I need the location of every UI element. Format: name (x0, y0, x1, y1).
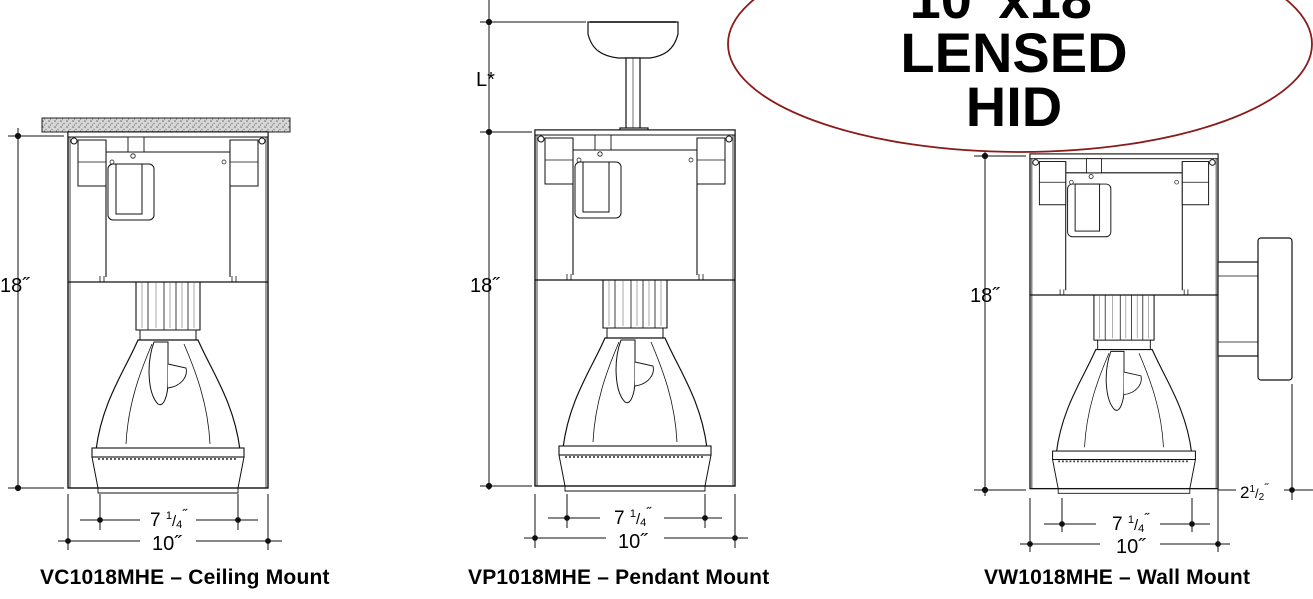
pendant-width-dimensions (524, 494, 748, 548)
pendant-mount-caption: VP1018MHE – Pendant Mount (468, 566, 770, 589)
wall-inner-width-label: 7 1/4˝ (1112, 510, 1150, 535)
badge-size-text: 10"x18" (910, 0, 1119, 30)
ceiling-height-dimension (8, 128, 64, 492)
ceiling-height-label: 18˝ (0, 275, 30, 297)
pendant-height-label: 18˝ (470, 275, 500, 297)
ceiling-inner-width-label: 7 1/4˝ (150, 506, 188, 531)
wall-mount-fixture: 18˝ 21/2˝ 7 1/4˝ 10˝ (970, 148, 1313, 558)
badge-hid-text: HID (966, 75, 1062, 138)
wall-mount-caption: VW1018MHE – Wall Mount (984, 566, 1251, 589)
pendant-fixture-body (534, 129, 736, 492)
wall-offset-dimension (1217, 362, 1313, 500)
ceiling-mount-caption: VC1018MHE – Ceiling Mount (40, 566, 330, 589)
pendant-inner-width-label: 7 1/4˝ (614, 504, 652, 529)
wall-offset-label: 21/2˝ (1240, 481, 1269, 503)
ceiling-width-dimensions (58, 494, 282, 550)
pendant-canopy (587, 21, 679, 147)
product-badge: 10"x18" LENSED HID (727, 0, 1313, 153)
pendant-stem-label: L* (476, 69, 495, 91)
ceiling-fixture-body (67, 131, 269, 494)
pendant-mount-fixture: L* 18˝ 7 1/4˝ 10˝ (470, 0, 748, 553)
pendant-outer-width-label: 10˝ (618, 531, 648, 553)
ceiling-mount-fixture: 18˝ 7 1/4˝ 10˝ (0, 117, 291, 555)
ceiling-outer-width-label: 10˝ (152, 533, 182, 555)
ceiling-slab (41, 117, 291, 133)
wall-width-dimensions (1020, 498, 1230, 552)
badge-lensed-text: LENSED (900, 21, 1127, 84)
wall-bracket (1217, 237, 1293, 381)
badge-outline (727, 0, 1313, 153)
pendant-stem-dimension (480, 0, 586, 140)
wall-outer-width-label: 10˝ (1116, 536, 1146, 558)
pendant-height-dimension (480, 132, 532, 490)
wall-fixture-body (1029, 153, 1219, 495)
wall-height-dimension (974, 148, 1026, 496)
wall-height-label: 18˝ (970, 285, 1000, 307)
